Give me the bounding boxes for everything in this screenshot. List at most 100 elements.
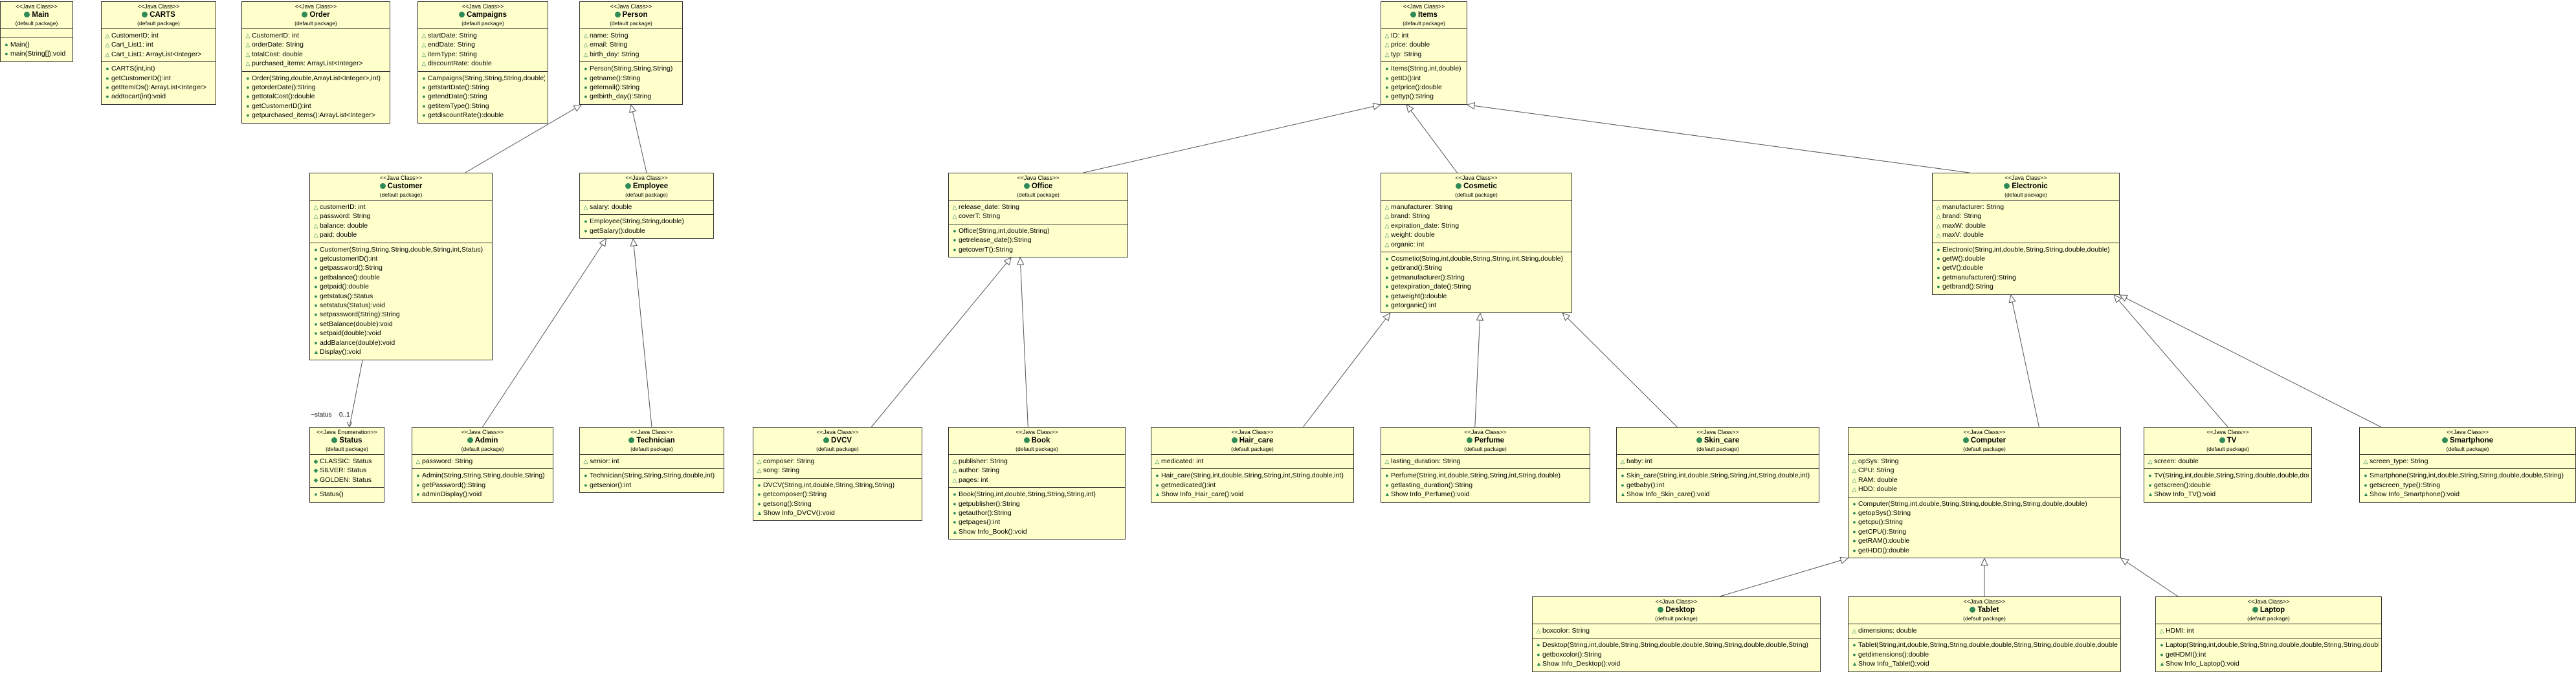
class-box-dvd[interactable]: <<Java Class>>DVCV(default package)△comp… [753, 427, 922, 521]
visibility-icon: △ [1384, 213, 1390, 220]
methods-section: ●Computer(String,int,double,String,Strin… [1849, 497, 2120, 558]
attributes-section: △HDMI: int [2156, 624, 2381, 639]
class-header: <<Java Class>>Technician(default package… [580, 428, 724, 455]
stereotype-label: <<Java Class>> [1696, 429, 1739, 435]
stereotype-label: <<Java Class>> [2206, 429, 2249, 435]
method-text: getpassword():String [320, 264, 383, 272]
class-box-laptop[interactable]: <<Java Class>>Laptop(default package)△HD… [2155, 596, 2382, 672]
stereotype-label: <<Java Class>> [1016, 429, 1058, 435]
method-row: ●getbirth_day():String [583, 92, 680, 101]
method-icon: ● [584, 227, 588, 234]
inheritance-line [1474, 105, 1970, 173]
visibility-icon: △ [313, 222, 318, 229]
method-row: ●getrelease_date():String [952, 235, 1125, 245]
class-box-hair_care[interactable]: <<Java Class>>Hair_care(default package)… [1151, 427, 1354, 503]
class-box-office[interactable]: <<Java Class>>Office(default package)△re… [948, 173, 1128, 258]
package-label: (default package) [1655, 615, 1698, 622]
class-box-tv[interactable]: <<Java Class>>TV(default package)△screen… [2144, 427, 2312, 503]
method-icon: ● [314, 311, 318, 318]
method-icon: ● [1385, 256, 1389, 263]
visibility-icon: △ [1852, 476, 1857, 483]
method-icon: ● [1385, 283, 1389, 290]
class-box-desktop[interactable]: <<Java Class>>Desktop(default package)△b… [1532, 596, 1821, 672]
attributes-section: △ID: int△price: double△typ: String [1381, 29, 1467, 63]
stereotype-label: <<Java Class>> [2446, 429, 2489, 435]
package-label: (default package) [1464, 446, 1507, 452]
package-label: (default package) [326, 446, 368, 452]
method-row: ▲Show Info_Book():void [952, 527, 1122, 536]
class-box-items[interactable]: <<Java Class>>Items(default package)△ID:… [1381, 1, 1467, 105]
method-row: ●getbrand():String [1936, 282, 2116, 291]
class-box-electronic[interactable]: <<Java Class>>Electronic(default package… [1932, 173, 2120, 295]
package-label: (default package) [294, 20, 337, 27]
class-header: <<Java Class>>Hair_care(default package) [1151, 428, 1353, 455]
method-icon: ● [314, 292, 318, 300]
method-icon: ● [1385, 65, 1389, 72]
class-box-skin_care[interactable]: <<Java Class>>Skin_care(default package)… [1616, 427, 1819, 503]
attributes-section: △customerID: int△password: String△balanc… [310, 201, 492, 243]
method-icon: ▲ [1384, 491, 1390, 498]
methods-section: ●Hair_care(String,int,double,String,Stri… [1151, 469, 1353, 501]
visibility-icon: △ [1852, 458, 1857, 464]
attribute-row: △password: String [416, 457, 550, 466]
stereotype-label: <<Java Class>> [15, 3, 58, 10]
method-row: ●main(String[]):void [4, 49, 70, 58]
methods-section: ●Book(String,int,double,String,String,St… [949, 488, 1125, 539]
method-row: ●Person(String,String,String) [583, 64, 680, 73]
class-box-status[interactable]: <<Java Enumeration>>Status(default packa… [309, 427, 384, 503]
attribute-text: ID: int [1391, 32, 1409, 39]
attribute-text: CLASSIC: Status [320, 457, 372, 465]
method-icon: ● [5, 41, 8, 48]
class-name-text: Hair_care [1239, 437, 1274, 444]
method-row: ●getpassword():String [313, 263, 489, 272]
class-box-technician[interactable]: <<Java Class>>Technician(default package… [579, 427, 724, 494]
methods-section: ●Cosmetic(String,int,double,String,Strin… [1381, 252, 1571, 312]
attribute-text: manufacturer: String [1942, 203, 2004, 211]
attribute-text: discountRate: double [428, 60, 492, 68]
class-box-employee[interactable]: <<Java Class>>Employee(default package)△… [579, 173, 714, 239]
class-box-perfume[interactable]: <<Java Class>>Perfume(default package)△l… [1381, 427, 1590, 503]
method-text: getID():int [1391, 74, 1421, 82]
class-box-order[interactable]: <<Java Class>>Order(default package)△Cus… [241, 1, 390, 124]
method-row: ●getCustomerID():int [245, 102, 387, 111]
class-box-computer[interactable]: <<Java Class>>Computer(default package)△… [1848, 427, 2121, 559]
attributes-section: △release_date: String△coverT: String [949, 201, 1127, 224]
method-text: getweight():double [1391, 292, 1447, 300]
attribute-text: medicated: int [1161, 457, 1204, 465]
method-row: ●Perfume(String,int,double,String,String… [1384, 471, 1587, 480]
method-text: setstatus(Status):void [320, 301, 385, 310]
inheritance-arrowhead [599, 237, 607, 247]
class-icon [628, 437, 635, 443]
methods-section: ●Smartphone(String,int,double,String,Str… [2360, 469, 2575, 501]
class-name: CARTS [103, 10, 214, 20]
class-icon [1456, 183, 1462, 189]
class-box-main[interactable]: <<Java Class>>Main(default package)●Main… [0, 1, 73, 62]
method-row: ●getitemType():String [421, 102, 545, 111]
class-box-campaigns[interactable]: <<Java Class>>Campaigns(default package)… [417, 1, 548, 124]
method-text: getcomposer():String [763, 490, 827, 499]
class-box-book[interactable]: <<Java Class>>Book(default package)△publ… [948, 427, 1126, 540]
attribute-row: ◆GOLDEN: Status [313, 475, 381, 485]
class-box-customer[interactable]: <<Java Class>>Customer(default package)△… [309, 173, 493, 360]
class-box-tablet[interactable]: <<Java Class>>Tablet(default package)△di… [1848, 596, 2121, 672]
method-text: Desktop(String,int,double,String,String,… [1542, 641, 1808, 649]
class-box-person[interactable]: <<Java Class>>Person(default package)△na… [579, 1, 683, 105]
method-row: ●Customer(String,String,String,double,St… [313, 245, 489, 254]
visibility-icon: △ [952, 458, 957, 464]
attribute-row: △paid: double [313, 230, 489, 239]
attributes-section: △CustomerID: int△orderDate: String△total… [242, 29, 390, 72]
class-box-smartphone[interactable]: <<Java Class>>Smartphone(default package… [2359, 427, 2576, 503]
class-icon [142, 12, 148, 17]
method-icon: ● [1852, 519, 1856, 526]
class-box-cosmetic[interactable]: <<Java Class>>Cosmetic(default package)△… [1381, 173, 1572, 314]
class-box-carts[interactable]: <<Java Class>>CARTS(default package)△Cus… [101, 1, 216, 105]
class-box-admin[interactable]: <<Java Class>>Admin(default package)△pas… [412, 427, 553, 503]
class-header: <<Java Class>>Employee(default package) [580, 173, 713, 201]
method-icon: ● [314, 246, 318, 253]
package-label: (default package) [461, 20, 504, 27]
attribute-row: △lasting_duration: String [1384, 457, 1587, 466]
method-text: getemail():String [590, 83, 640, 92]
methods-section: ●Skin_care(String,int,double,String,Stri… [1617, 469, 1819, 501]
attribute-text: startDate: String [428, 32, 477, 39]
attributes-section: ◆CLASSIC: Status◆SILVER: Status◆GOLDEN: … [310, 455, 384, 488]
